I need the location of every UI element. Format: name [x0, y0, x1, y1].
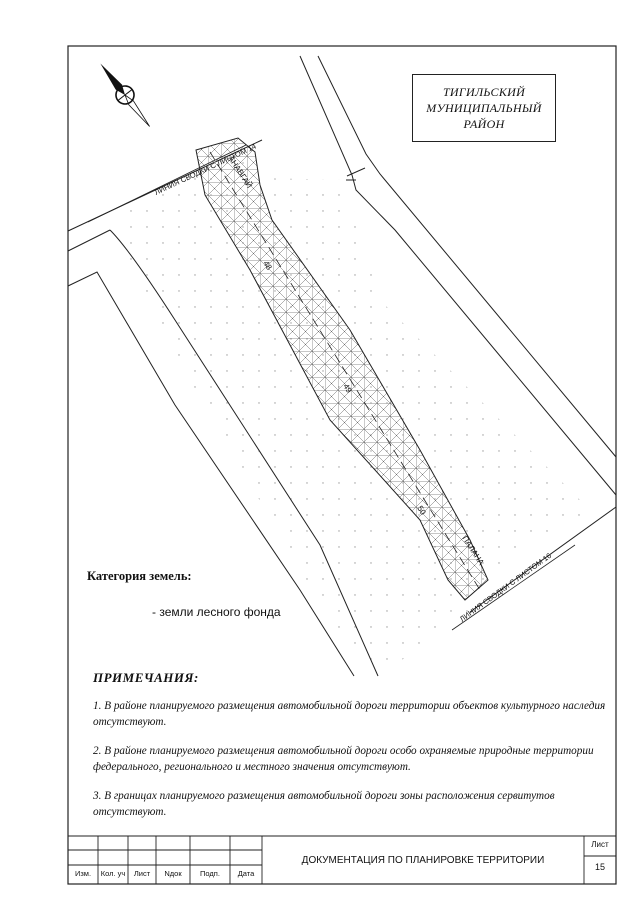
- sheet-number: 15: [594, 862, 605, 872]
- district-name-box: ТИГИЛЬСКИЙ МУНИЦИПАЛЬНЫЙ РАЙОН: [412, 74, 556, 142]
- stamp-column-header: Лист: [133, 868, 151, 878]
- land-category-item: - земли лесного фонда: [152, 605, 281, 619]
- district-line: РАЙОН: [463, 117, 505, 131]
- district-line: ТИГИЛЬСКИЙ: [442, 85, 526, 99]
- stamp-column-header: Дата: [237, 868, 255, 878]
- drawing-frame: [67, 45, 617, 885]
- land-category-title: Категория земель:: [87, 569, 192, 583]
- join-line-top: [87, 144, 247, 223]
- stamp-column-header: Nдок: [164, 868, 182, 878]
- road-centerline: [209, 151, 481, 591]
- notes-title: ПРИМЕЧАНИЯ:: [93, 670, 199, 685]
- stamp-column-header: Кол. уч: [100, 868, 126, 878]
- note-item: 3. В границах планируемого размещения ав…: [93, 790, 555, 818]
- north-arrow-icon: [100, 63, 150, 127]
- right-of-way-strip: [195, 137, 489, 601]
- join-line-bottom: [451, 544, 576, 631]
- note-item: 2. В районе планируемого размещения авто…: [93, 745, 594, 773]
- title-block: [68, 835, 616, 884]
- stamp-column-header: Подп.: [200, 868, 220, 878]
- stamp-column-header: Изм.: [74, 868, 92, 878]
- sheet-label: Лист: [591, 840, 609, 849]
- note-item: 1. В районе планируемого размещения авто…: [93, 700, 606, 728]
- district-line: МУНИЦИПАЛЬНЫЙ: [426, 101, 542, 115]
- document-title: ДОКУМЕНТАЦИЯ ПО ПЛАНИРОВКЕ ТЕРРИТОРИИ: [301, 854, 545, 866]
